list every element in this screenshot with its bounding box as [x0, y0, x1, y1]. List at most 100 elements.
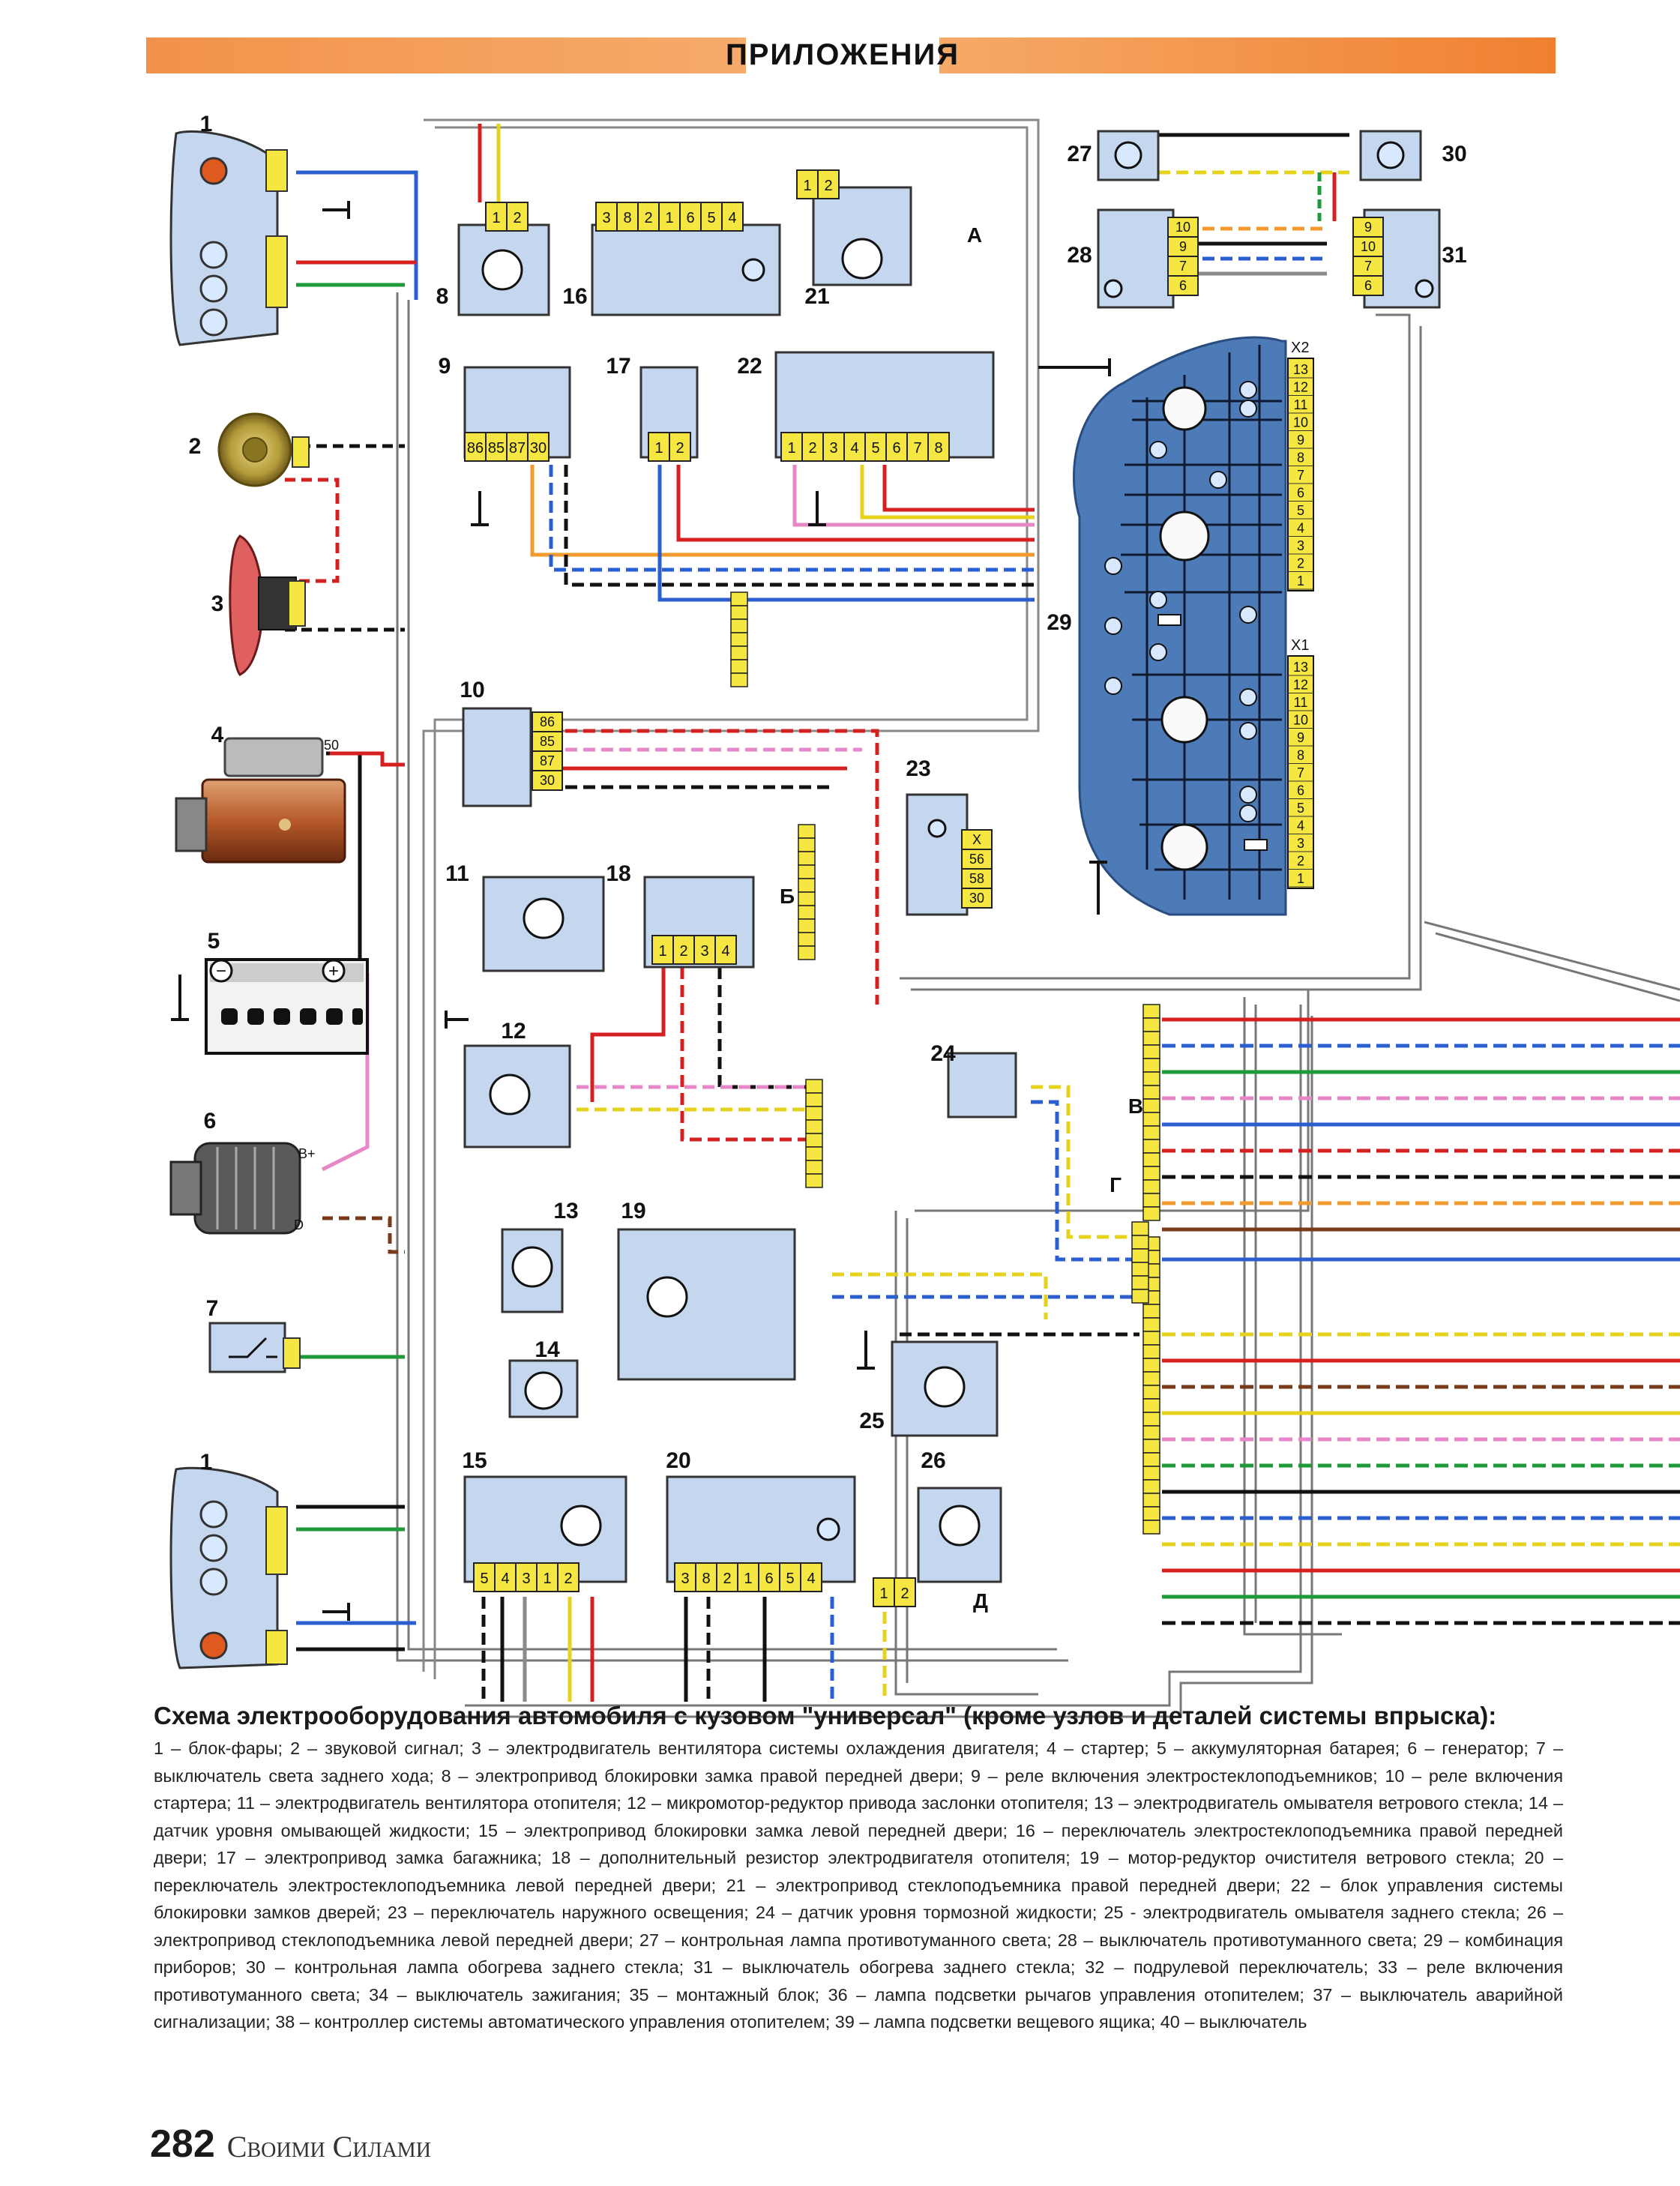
connector-pin: [1142, 1044, 1160, 1059]
connector-pin-label: 8: [934, 440, 942, 457]
connector-pin: [1142, 1304, 1160, 1319]
connector-pin: [817, 169, 840, 199]
connector-pin-label: 2: [644, 210, 652, 226]
connector-pin-label: 3: [522, 1571, 530, 1587]
connector-pin-label: 5: [480, 1571, 488, 1587]
connector-pin: [798, 837, 816, 852]
connector-pin-label: 4: [501, 1571, 509, 1587]
connector-pin-label: 6: [892, 440, 900, 457]
connector-pin: [1131, 1262, 1149, 1277]
connector-pin: [1142, 1371, 1160, 1386]
cluster-pin-label: 12: [1293, 380, 1308, 395]
connector-pin-label: 6: [1179, 278, 1187, 293]
connector-pin-label: 2: [675, 440, 684, 457]
connector-pin: [730, 645, 748, 660]
generator-b-label: B+: [298, 1146, 316, 1161]
connector-pin: [798, 851, 816, 866]
connector-pin: [1167, 236, 1199, 257]
connector-pin-label: 1: [879, 1586, 888, 1602]
component-number: 5: [208, 929, 220, 954]
starter: [175, 737, 346, 864]
svg-text:−: −: [216, 961, 226, 981]
connector-pin: [1142, 1331, 1160, 1346]
component-number: 1: [200, 112, 213, 136]
cluster-pin-label: 3: [1297, 836, 1304, 851]
connector-pin-label: 86: [467, 440, 484, 457]
connector-pin-label: 5: [707, 210, 715, 226]
connector-pin: [1142, 1344, 1160, 1359]
connector-pin: [873, 1577, 895, 1607]
cluster-pin-label: 11: [1294, 397, 1308, 412]
component-number: 16: [562, 284, 587, 309]
connector-pin: [1142, 1412, 1160, 1427]
connector-pin-label: 1: [744, 1571, 752, 1587]
connector-pin-label: 8: [623, 210, 631, 226]
connector-pin: [1142, 1166, 1160, 1181]
component-number: 21: [804, 284, 829, 309]
connector-pin: [780, 432, 803, 462]
horn: [217, 412, 310, 487]
cluster-pin-label: 3: [1297, 538, 1304, 553]
connector-pin: [798, 945, 816, 960]
connector-pin: [805, 1160, 823, 1175]
brand-name: Своими Силами: [226, 2130, 431, 2164]
connector-letter: В: [1128, 1094, 1143, 1118]
connector-pin: [532, 770, 563, 791]
lamp-symbols: [741, 141, 1434, 1541]
headlight-block-bottom: [169, 1466, 288, 1669]
connector-pin-label: 1: [492, 210, 500, 226]
component-number: 23: [906, 756, 930, 781]
connector-letter: Г: [1110, 1173, 1121, 1196]
connector-pin-label: 7: [1179, 259, 1187, 274]
connector-pin: [805, 1133, 823, 1148]
connector-pin: [1142, 1193, 1160, 1208]
connector-pin: [1142, 1439, 1160, 1454]
component-number: 19: [621, 1199, 645, 1223]
cluster-pin-label: 2: [1297, 556, 1304, 571]
connector-pin: [595, 202, 618, 232]
connector-pin: [798, 864, 816, 879]
connector-pin: [637, 202, 660, 232]
connector-pin: [557, 1562, 579, 1592]
connector-pin: [796, 169, 819, 199]
connector-pin: [700, 202, 723, 232]
connector-pin: [1131, 1248, 1149, 1263]
connector-pin-label: 1: [803, 178, 811, 194]
page-footer: 282 Своими Силами: [150, 2122, 431, 2167]
connector-pin-label: X: [972, 832, 981, 847]
connector-pin-label: 30: [540, 773, 555, 788]
connector-pin: [730, 632, 748, 647]
connector-pin: [1142, 1085, 1160, 1100]
component-number: 26: [921, 1448, 945, 1473]
connector-pin-label: 1: [654, 440, 663, 457]
connector-letter: А: [967, 223, 982, 247]
connector-pin: [737, 1562, 759, 1592]
connector-pin: [1142, 1058, 1160, 1073]
connector-pin: [506, 202, 529, 232]
connector-pin-label: 9: [1179, 239, 1187, 254]
connector-pin: [1131, 1235, 1149, 1250]
connector-pin: [1142, 1206, 1160, 1221]
section-header: ПРИЛОЖЕНИЯ: [146, 33, 1556, 78]
connector-pin: [800, 1562, 822, 1592]
connector-pin: [464, 432, 487, 462]
component-boxes: [457, 130, 1441, 1583]
cluster-pin-label: 2: [1297, 854, 1304, 869]
connector-pin-label: 5: [786, 1571, 794, 1587]
connector-pin: [805, 1173, 823, 1188]
motor-symbols: [481, 238, 981, 1547]
component-number: 17: [606, 354, 630, 379]
connector-pin: [672, 935, 695, 965]
connector-pin: [843, 432, 866, 462]
component-number: 27: [1067, 142, 1092, 166]
component-number: 15: [462, 1448, 487, 1473]
cluster-pin-label: 12: [1293, 678, 1308, 693]
component-number: 3: [211, 591, 224, 616]
cluster-pin-label: 4: [1297, 819, 1304, 834]
battery: − +: [205, 958, 369, 1055]
component-number: 8: [436, 284, 449, 309]
cluster-pin-label: 7: [1297, 765, 1304, 780]
connector-pin: [1142, 1317, 1160, 1332]
